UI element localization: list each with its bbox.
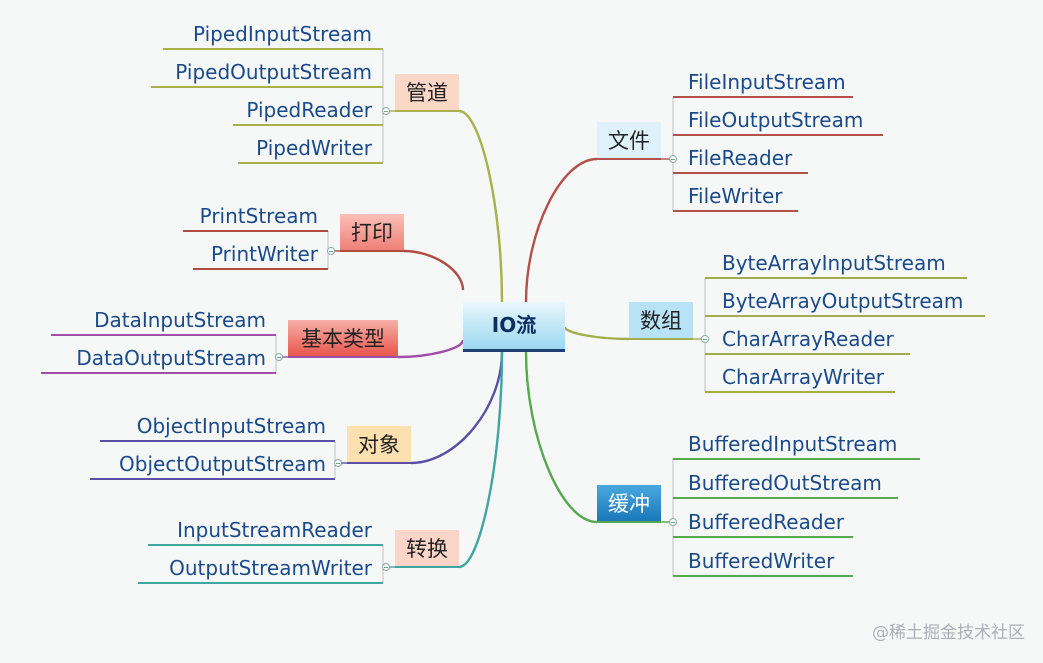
root-node-io-stream[interactable]: IO流: [463, 302, 565, 352]
leaf-array-3[interactable]: CharArrayWriter: [722, 365, 885, 389]
branch-file[interactable]: 文件: [597, 122, 661, 160]
connector-convert: [458, 351, 504, 569]
leaf-pipe-0[interactable]: PipedInputStream: [192, 22, 372, 46]
branch-print[interactable]: 打印: [340, 214, 404, 252]
branch-pipe[interactable]: 管道: [395, 74, 459, 112]
collapse-toggle-icon[interactable]: [327, 247, 335, 255]
leaf-file-2[interactable]: FileReader: [688, 146, 793, 170]
leaf-object-0[interactable]: ObjectInputStream: [136, 414, 326, 438]
leaf-pipe-1[interactable]: PipedOutputStream: [175, 60, 372, 84]
leaf-print-0[interactable]: PrintStream: [199, 204, 318, 228]
leaf-basic-1[interactable]: DataOutputStream: [76, 346, 266, 370]
collapse-toggle-icon[interactable]: [275, 353, 283, 361]
collapse-toggle-icon[interactable]: [334, 459, 342, 467]
branch-object[interactable]: 对象: [347, 426, 411, 464]
leaf-pipe-3[interactable]: PipedWriter: [256, 136, 372, 160]
connector-pipe: [458, 109, 504, 303]
branch-buffer[interactable]: 缓冲: [597, 485, 661, 523]
connector-array: [563, 326, 630, 341]
leaf-array-1[interactable]: ByteArrayOutputStream: [722, 289, 964, 313]
connector-buffer: [524, 351, 598, 524]
collapse-toggle-icon[interactable]: [382, 107, 390, 115]
leaf-array-2[interactable]: CharArrayReader: [722, 327, 894, 351]
leaf-buffer-0[interactable]: BufferedInputStream: [688, 432, 898, 456]
leaf-file-3[interactable]: FileWriter: [688, 184, 783, 208]
collapse-toggle-icon[interactable]: [669, 155, 677, 163]
leaf-convert-0[interactable]: InputStreamReader: [177, 518, 372, 542]
leaf-file-0[interactable]: FileInputStream: [688, 70, 846, 94]
connector-basic: [397, 339, 465, 359]
leaf-array-0[interactable]: ByteArrayInputStream: [722, 251, 946, 275]
collapse-toggle-icon[interactable]: [669, 518, 677, 526]
connector-print: [403, 249, 465, 291]
leaf-convert-1[interactable]: OutputStreamWriter: [169, 556, 372, 580]
branch-convert[interactable]: 转换: [395, 530, 459, 568]
leaf-object-1[interactable]: ObjectOutputStream: [119, 452, 326, 476]
leaf-basic-0[interactable]: DataInputStream: [94, 308, 266, 332]
leaf-pipe-2[interactable]: PipedReader: [246, 98, 372, 122]
leaf-buffer-3[interactable]: BufferedWriter: [688, 549, 835, 573]
leaf-print-1[interactable]: PrintWriter: [210, 242, 318, 266]
branch-basic[interactable]: 基本类型: [288, 320, 398, 358]
leaf-buffer-2[interactable]: BufferedReader: [688, 510, 845, 534]
leaf-buffer-1[interactable]: BufferedOutStream: [688, 471, 882, 495]
watermark: @稀土掘金技术社区: [872, 623, 1025, 643]
connector-file: [524, 157, 598, 303]
collapse-toggle-icon[interactable]: [382, 563, 390, 571]
leaf-file-1[interactable]: FileOutputStream: [688, 108, 864, 132]
collapse-toggle-icon[interactable]: [701, 335, 709, 343]
branch-array[interactable]: 数组: [629, 302, 693, 340]
connector-object: [410, 351, 504, 465]
